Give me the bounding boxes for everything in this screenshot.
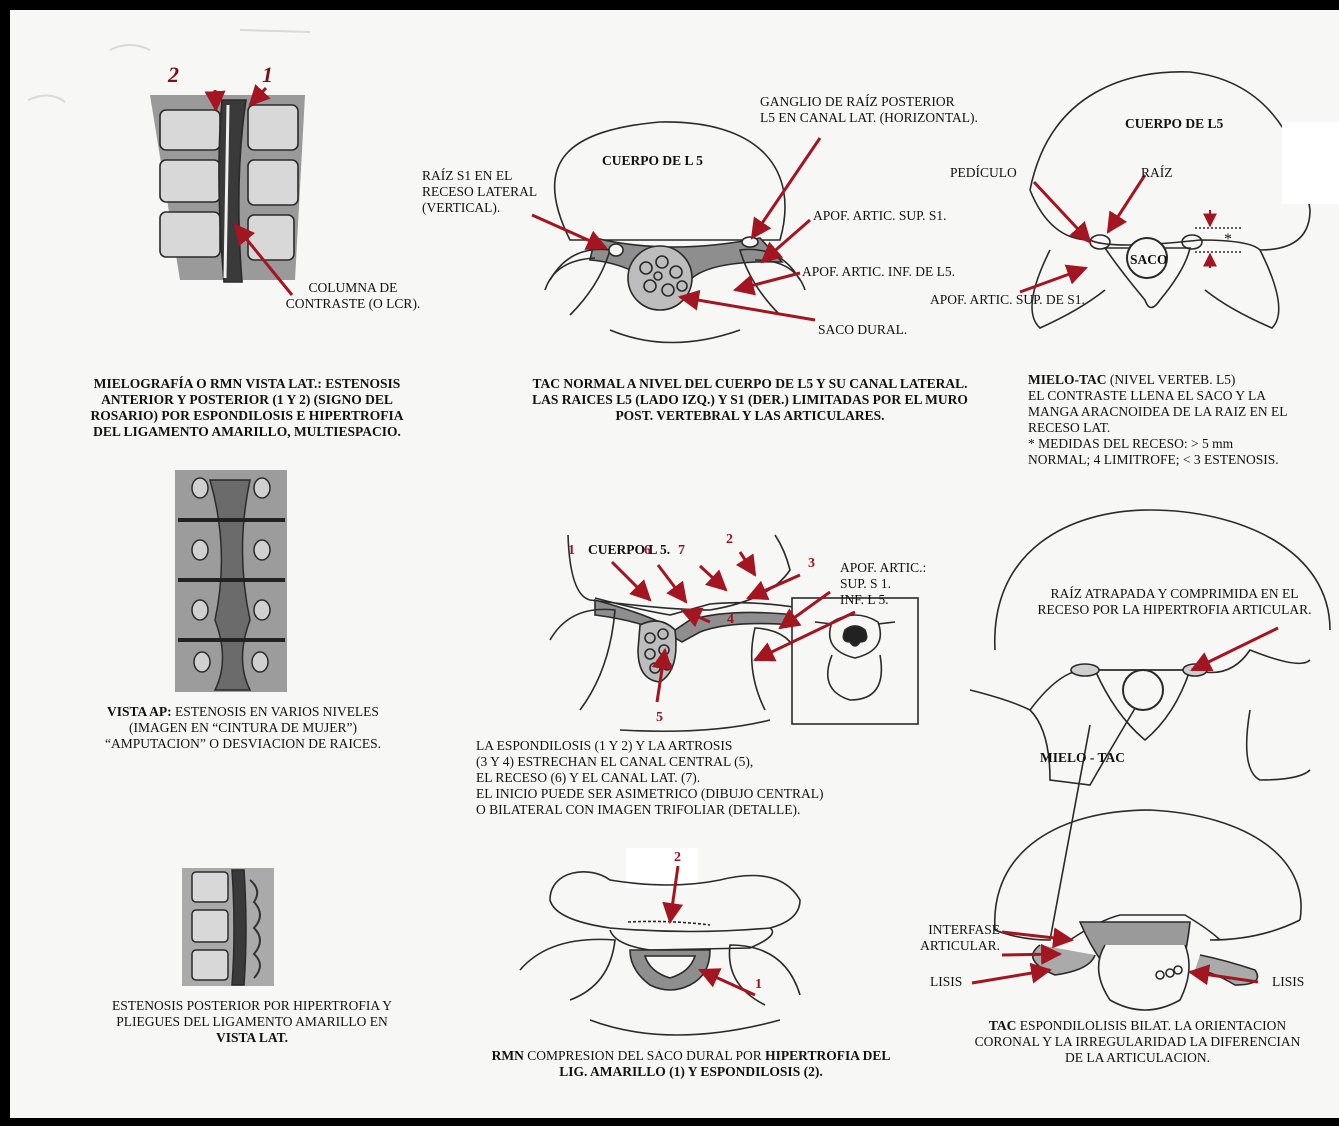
vertebra-block [248,160,298,205]
caption-lateral-ligament-bold: VISTA LAT. [216,1030,288,1045]
number-6: 6 [644,543,651,559]
arrow [700,566,726,590]
arrow [700,970,755,995]
caption-spondylolysis-title: TAC [989,1018,1017,1033]
label-apof-inf: APOF. ARTIC. INF. DE L5. [802,264,955,280]
arrow [972,970,1050,983]
panel6-trapped-root [970,510,1330,785]
marker-1: 1 [262,62,273,88]
arrow [740,552,755,575]
detail-box [792,598,918,724]
asterisk-measure: * [1224,232,1232,248]
arrow [1192,628,1278,670]
label-apof-sup: APOF. ARTIC. SUP. S1. [813,208,947,224]
label-body-l5-myelo: CUERPO DE L5 [1125,116,1223,132]
arrow [1108,175,1145,232]
vertebra-block [160,110,220,150]
title-myelo-tac: MIELO - TAC [1040,750,1125,766]
panel4-ap-view [175,470,287,692]
arrow [735,273,800,290]
illustration-sheet: 2 1 COLUMNA DE CONTRASTE (O LCR). MIELOG… [10,10,1339,1118]
label-contrast-column: COLUMNA DE CONTRASTE (O LCR). [258,280,448,312]
dural-sac [1123,670,1163,710]
label-body-l5-spond: CUERPO L 5. [588,542,670,558]
label-body-l5: CUERPO DE L 5 [602,153,703,169]
caption-mri-b1: RMN [492,1048,524,1063]
label-lisis-left: LISIS [930,974,962,990]
vertebra-block [160,160,220,202]
vertebra-block [192,950,228,980]
label-raiz: RAÍZ [1141,165,1173,181]
panel8-mri [520,872,800,1035]
label-saco: SACO [1130,252,1168,268]
caption-mri-text: COMPRESION DEL SACO DURAL POR [524,1048,765,1063]
vertebra-block [248,105,298,150]
caption-normal-ct: TAC NORMAL A NIVEL DEL CUERPO DE L5 Y SU… [480,376,1020,424]
caption-spondylolysis: TAC ESPONDILOLISIS BILAT. LA ORIENTACION… [936,1018,1339,1066]
label-dural-sac: SACO DURAL. [818,322,907,338]
label-apof-artic: APOF. ARTIC.: SUP. S 1. INF. L 5. [840,560,926,608]
caption-myelo-ct: MIELO-TAC (NIVEL VERTEB. L5) EL CONTRAST… [1028,372,1339,468]
arrow [1002,954,1060,955]
arrow [215,90,216,110]
vertebral-body [554,122,785,240]
caption-spondylosis: LA ESPONDILOSIS (1 Y 2) Y LA ARTROSIS (3… [476,738,896,818]
label-pediculo: PEDÍCULO [950,165,1017,181]
label-interfase: INTERFASE ARTICULAR. [900,922,1000,954]
label-root-s1: RAÍZ S1 EN EL RECESO LATERAL (VERTICAL). [422,168,582,216]
label-trapped-root: RAÍZ ATRAPADA Y COMPRIMIDA EN EL RECESO … [1010,586,1339,618]
label-apof-s1: APOF. ARTIC. SUP. DE S1. [930,292,1085,308]
panel3-myelo-ct [1030,72,1310,328]
caption-mri: RMN COMPRESION DEL SACO DURAL POR HIPERT… [446,1048,936,1080]
number-2-mri: 2 [674,850,681,866]
caption-myelo-ct-title: MIELO-TAC [1028,372,1107,387]
caption-lateral-ligament: ESTENOSIS POSTERIOR POR HIPERTROFIA Y PL… [72,998,432,1046]
blank-patch [1282,122,1339,204]
number-1-mri: 1 [755,977,762,993]
drawings-canvas [10,10,1339,1118]
vertebra-block [160,212,220,257]
caption-ap-view-title: VISTA AP: [107,704,172,719]
panel7-lateral-view [182,868,274,986]
panel9-spondylolysis-ct [995,725,1301,1010]
number-7: 7 [678,543,685,559]
vertebra-block [192,872,228,902]
caption-myelography: MIELOGRAFÍA O RMN VISTA LAT.: ESTENOSIS … [42,376,452,440]
vertebral-body [1030,72,1310,210]
vertebra-block [248,215,294,260]
label-ganglion: GANGLIO DE RAÍZ POSTERIOR L5 EN CANAL LA… [760,94,1040,126]
number-4: 4 [727,612,734,628]
number-3: 3 [808,556,815,572]
number-1: 1 [568,543,575,559]
label-lisis-right: LISIS [1272,974,1304,990]
vertebra-block [192,910,228,942]
panel1-lateral-myelogram [150,95,305,282]
arrow [658,565,686,602]
arrow [748,575,800,598]
caption-spondylolysis-text: ESPONDILOLISIS BILAT. LA ORIENTACION COR… [975,1018,1301,1065]
blank-patch [626,848,698,888]
caption-ap-view: VISTA AP: ESTENOSIS EN VARIOS NIVELES (I… [48,704,438,752]
number-5: 5 [656,710,663,726]
arrow [680,297,815,320]
marker-2: 2 [168,62,179,88]
caption-lateral-ligament-text: ESTENOSIS POSTERIOR POR HIPERTROFIA Y PL… [112,998,392,1029]
number-2: 2 [726,532,733,548]
arrow [612,562,650,600]
arrow [1020,268,1086,292]
